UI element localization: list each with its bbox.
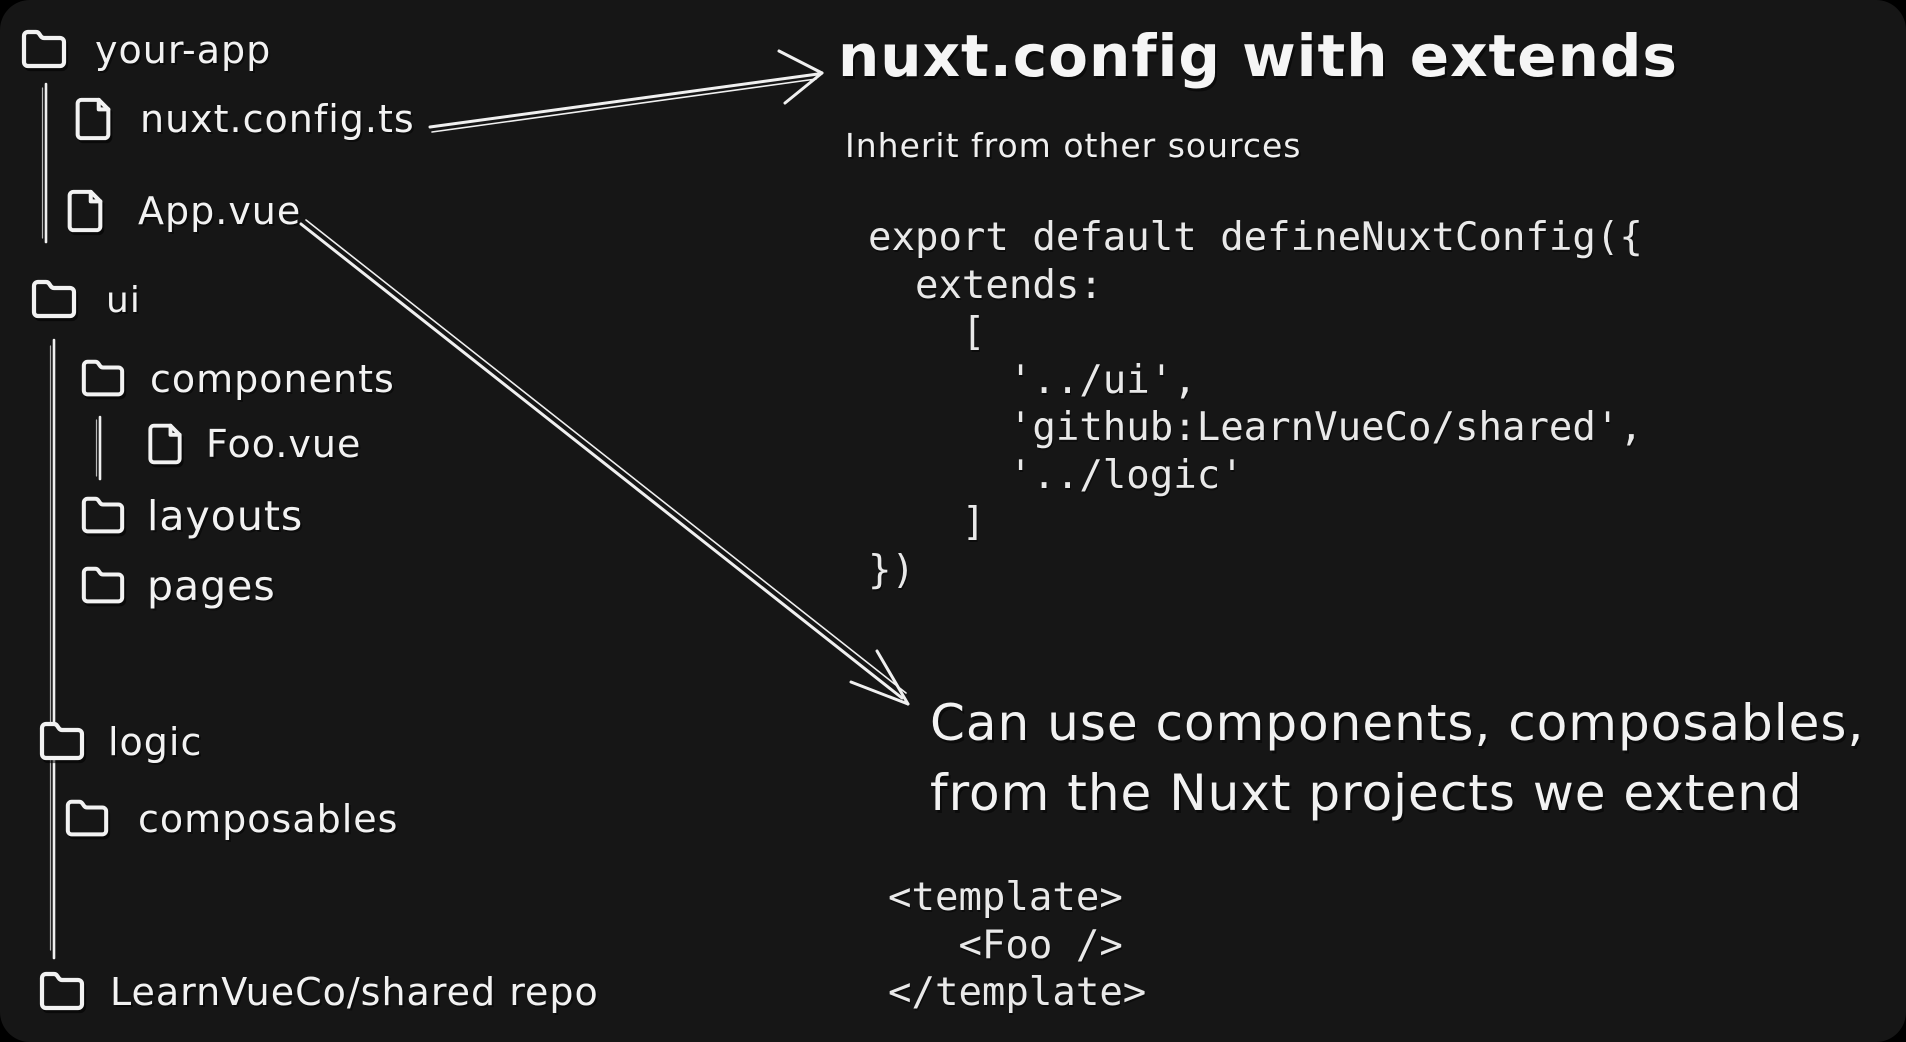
tree-item-composables: composables	[64, 796, 398, 842]
annotation-note-line2: from the Nuxt projects we extend	[930, 764, 1803, 822]
tree-item-components: components	[80, 356, 395, 402]
annotation-note: Can use components, composables, from the…	[930, 688, 1864, 828]
page-subtitle: Inherit from other sources	[845, 126, 1302, 165]
nuxt-config-code-block: export default defineNuxtConfig({ extend…	[868, 215, 1643, 593]
page-title: nuxt.config with extends	[838, 22, 1678, 90]
file-icon	[67, 189, 103, 233]
tree-item-label: Foo.vue	[206, 422, 362, 466]
tree-item-shared-repo: LearnVueCo/shared repo	[38, 968, 599, 1016]
tree-item-label: your-app	[95, 28, 272, 72]
file-icon	[148, 423, 182, 465]
tree-item-label: LearnVueCo/shared repo	[110, 970, 599, 1014]
file-icon	[75, 97, 111, 141]
tree-item-nuxt-config: nuxt.config.ts	[70, 96, 415, 142]
tree-item-label: nuxt.config.ts	[140, 97, 415, 141]
folder-icon	[81, 566, 125, 604]
annotation-note-line1: Can use components, composables,	[930, 694, 1865, 752]
tree-connector-line	[49, 338, 56, 960]
folder-icon	[65, 799, 109, 837]
tree-connector-line	[41, 82, 48, 244]
folder-icon	[81, 359, 125, 397]
tree-item-label: logic	[108, 720, 203, 764]
folder-icon	[39, 721, 85, 761]
tree-item-app-vue: App.vue	[62, 188, 301, 234]
tree-item-your-app: your-app	[20, 26, 271, 74]
tree-item-label: ui	[106, 279, 141, 321]
tree-item-label: pages	[147, 562, 276, 610]
tree-item-label: components	[150, 357, 395, 401]
tree-item-foo-vue: Foo.vue	[143, 422, 361, 466]
tree-item-label: composables	[138, 797, 399, 841]
sketch-arrow-down-right	[299, 219, 910, 706]
tree-item-label: App.vue	[138, 189, 302, 233]
tree-item-pages: pages	[80, 562, 276, 610]
tree-item-logic: logic	[38, 718, 202, 766]
tree-item-ui: ui	[30, 276, 141, 324]
app-template-code-block: <template> <Foo /> </template>	[888, 875, 1147, 1015]
folder-icon	[21, 29, 67, 69]
tree-item-layouts: layouts	[80, 492, 303, 540]
folder-icon	[81, 496, 125, 534]
sketch-arrow-right	[428, 49, 824, 133]
tree-item-label: layouts	[147, 492, 304, 540]
folder-icon	[39, 971, 85, 1011]
tree-connector-line	[95, 415, 102, 481]
folder-icon	[31, 279, 77, 319]
